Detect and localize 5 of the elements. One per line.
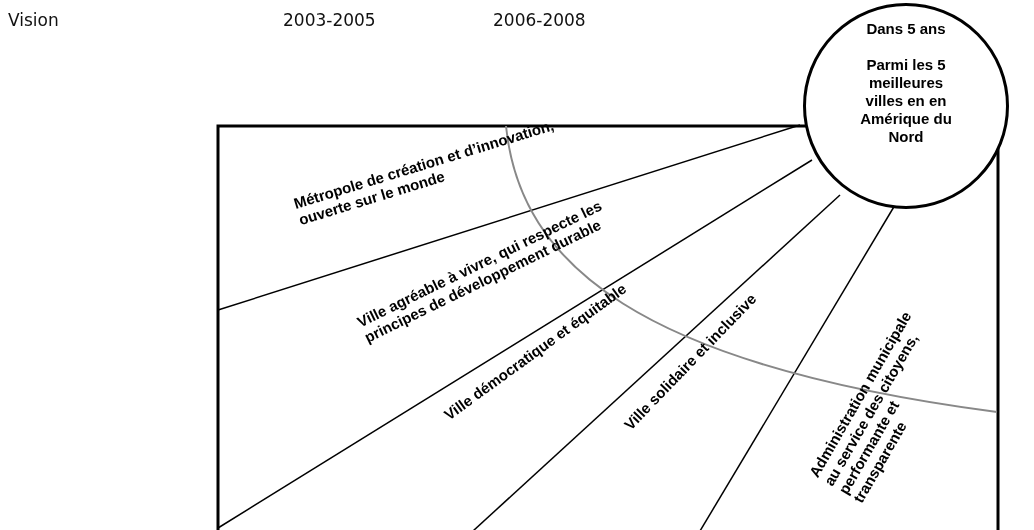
circle-text: Parmi les 5 meilleures villes en en Amérique du Nord [859, 56, 953, 146]
row-heading: Vision [8, 10, 59, 30]
column-heading: 2006-2008 [493, 10, 586, 30]
column-heading: 2003-2005 [283, 10, 376, 30]
circle-heading: Dans 5 ans [865, 20, 947, 38]
